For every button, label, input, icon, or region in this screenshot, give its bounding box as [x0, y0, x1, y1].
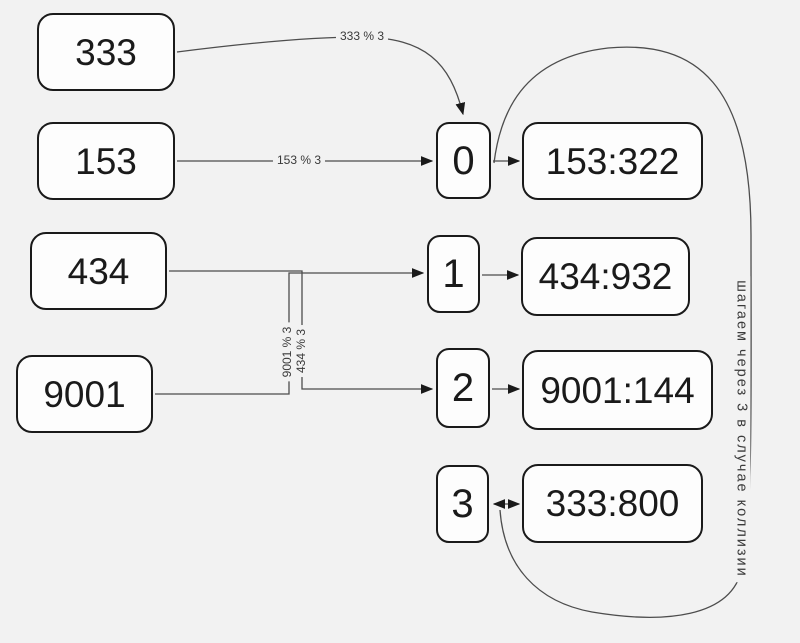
key-node-153: 153 — [37, 122, 175, 200]
edge-label-153-mod-3: 153 % 3 — [272, 153, 326, 169]
edge-label-434-mod-3: 434 % 3 — [294, 324, 310, 378]
bucket-node-0: 0 — [436, 122, 491, 199]
pair-node-9001-144: 9001:144 — [522, 350, 713, 430]
key-node-9001: 9001 — [16, 355, 153, 433]
edge-label-333-mod-3: 333 % 3 — [335, 29, 389, 45]
key-node-333: 333 — [37, 13, 175, 91]
collision-note-label: шагаем через 3 в случае коллизии — [731, 276, 751, 582]
bucket-node-3: 3 — [436, 465, 489, 543]
edge-collision-loop — [493, 46, 752, 618]
key-node-434: 434 — [30, 232, 167, 310]
edge-333-to-bucket0 — [176, 36, 466, 116]
pair-node-434-932: 434:932 — [521, 237, 690, 316]
pair-node-153-322: 153:322 — [522, 122, 703, 200]
pair-node-333-800: 333:800 — [522, 464, 703, 543]
bucket-node-1: 1 — [427, 235, 480, 313]
bucket-node-2: 2 — [436, 348, 490, 428]
